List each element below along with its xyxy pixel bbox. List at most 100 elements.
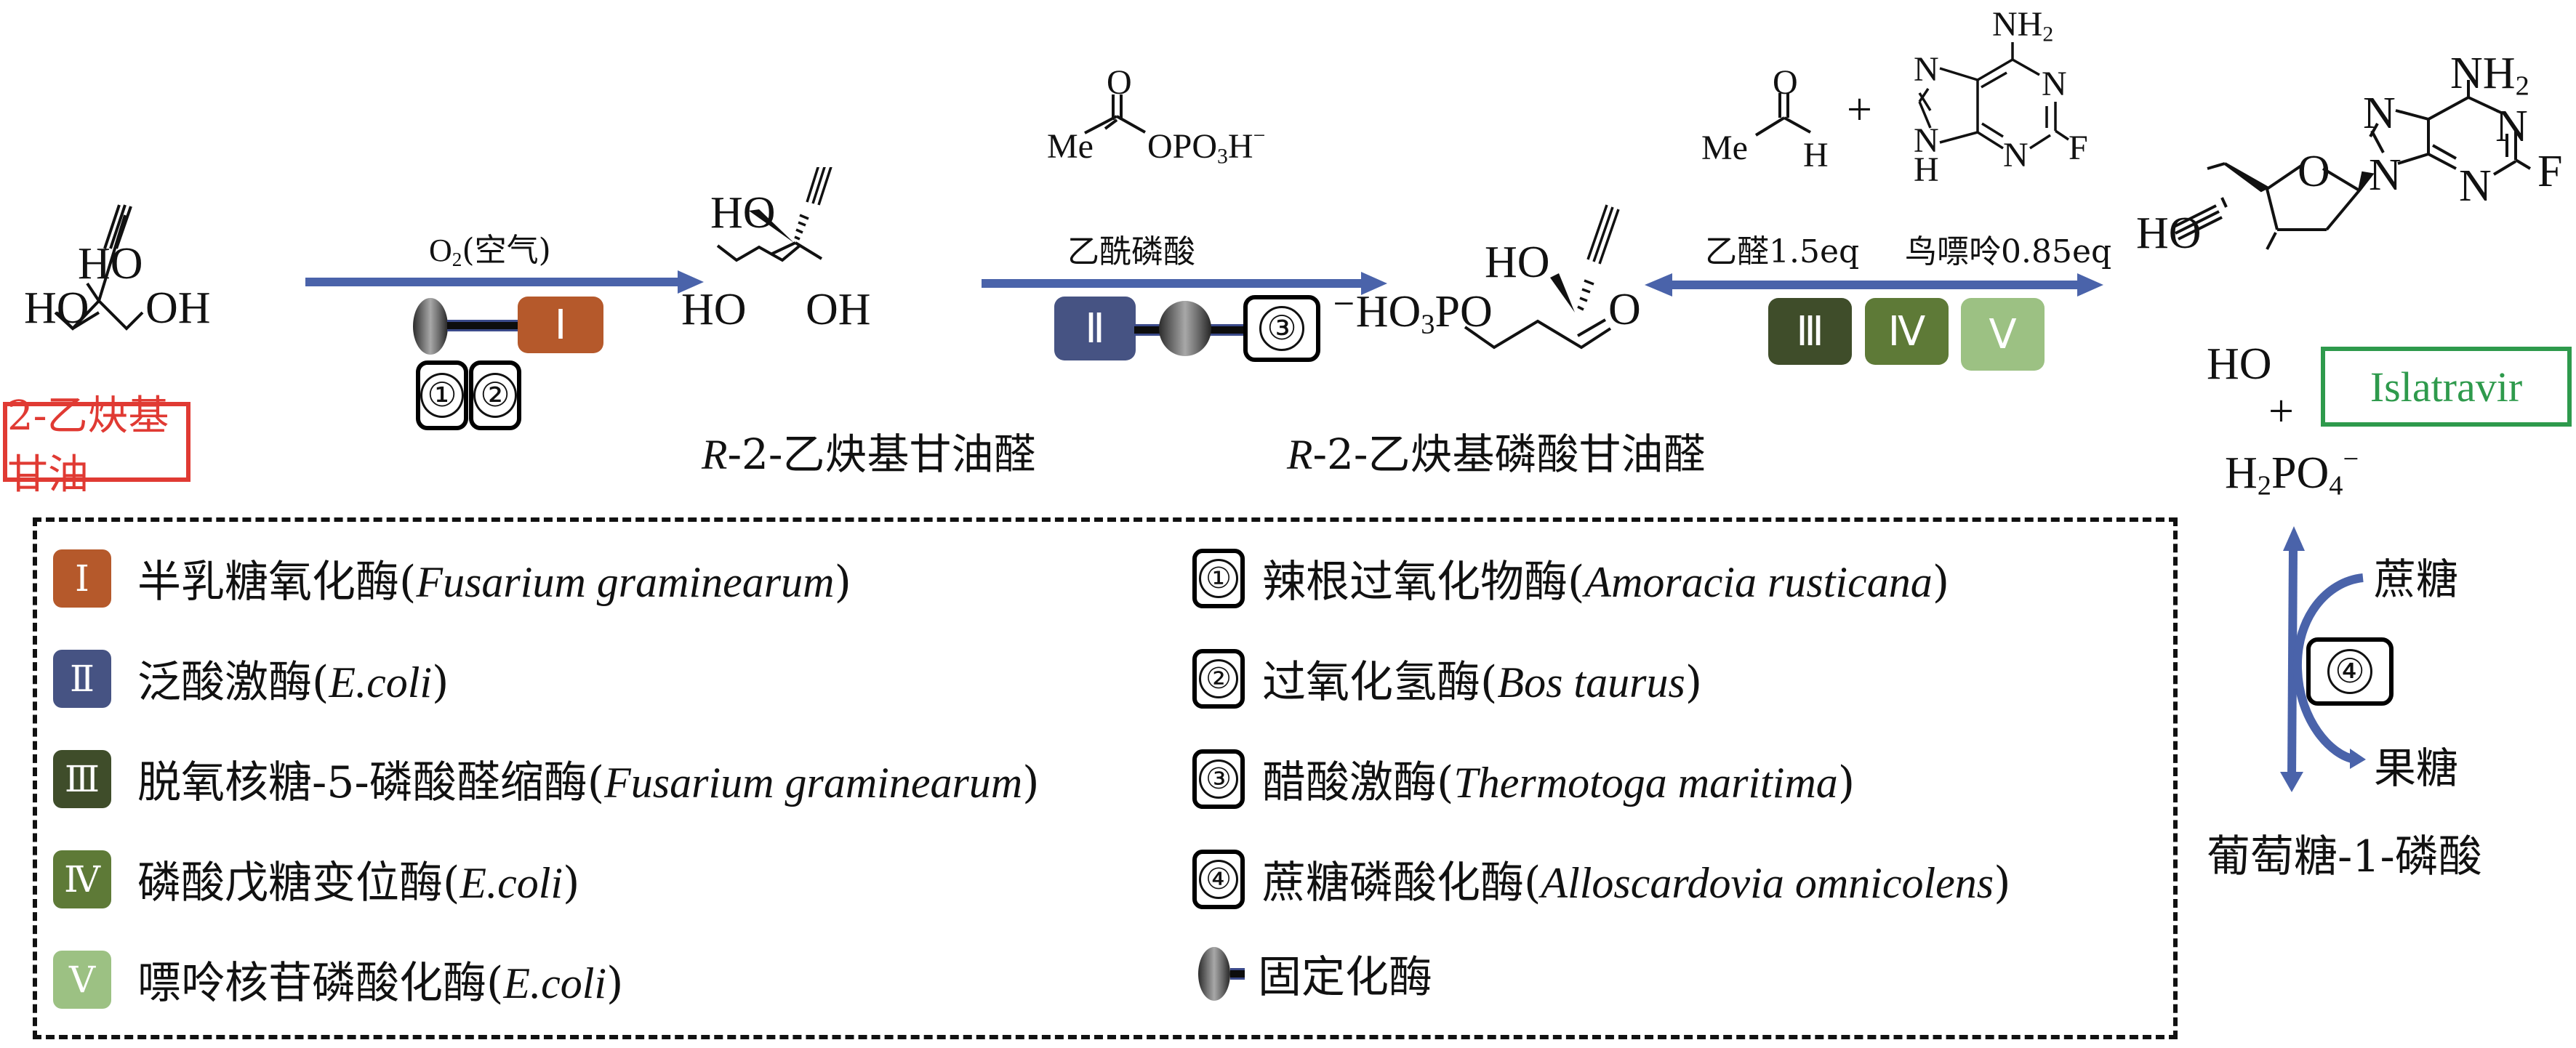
c2-label-name: -2-乙炔基甘油醛 (727, 430, 1036, 479)
fa-n9: N (1914, 121, 1939, 160)
circled-1: ① (420, 373, 464, 418)
circled-4: ④ (1199, 859, 1238, 899)
acetyl-phosphate-bonds (1084, 94, 1146, 134)
c3-phos-suffix: PO (1435, 287, 1493, 336)
linker-icon (1230, 967, 1245, 980)
c3-aldehyde-o: O (1608, 285, 1641, 334)
fa-n3: N (2003, 136, 2029, 174)
isl-n3: N (2459, 161, 2492, 211)
isl-f: F (2537, 147, 2563, 196)
acetyl-phosphate-me: Me (1047, 127, 1094, 166)
acetaldehyde-bonds (1754, 93, 1811, 137)
legend-label: 半乳糖氧化酶(Fusarium graminearum) (137, 557, 851, 608)
enzyme-badge-IV: Ⅳ (1865, 298, 1949, 365)
c1-ho-top: HO (78, 239, 143, 289)
legend-label: 辣根过氧化物酶(Amoracia rusticana) (1262, 557, 1950, 608)
circled-4: ④ (2327, 649, 2372, 694)
circled-2: ② (1199, 658, 1238, 698)
start-compound-label-box: 2-乙炔基甘油 (3, 392, 190, 499)
legend-circled-badge-2: ② (1192, 648, 1245, 709)
cofactor-badge-4: ④ (2306, 637, 2394, 706)
product-label-box: Islatravir (2321, 347, 2572, 427)
legend-item-enzyme-II: Ⅱ 泛酸激酶(E.coli) (53, 647, 449, 710)
phos-h: H (2225, 448, 2258, 498)
phos-h-sub: 2 (2257, 470, 2271, 501)
compound-1-bonds (54, 204, 144, 331)
phosphate-plus: + (2268, 387, 2294, 436)
opo-text: OPO (1147, 127, 1218, 166)
fa-nh-sub: 2 (2042, 22, 2054, 47)
fructose-label: 果糖 (2374, 743, 2459, 793)
glucose-1-phosphate-label: 葡萄糖-1-磷酸 (2207, 831, 2482, 882)
step2-condition: 乙酰磷酸 (1067, 233, 1195, 270)
fa-n7: N (1914, 50, 1939, 89)
legend-label: 蔗糖磷酸化酶(Alloscardovia omnicolens) (1262, 858, 2011, 908)
step3-condition-guanine: 鸟嘌呤0.85eq (1905, 233, 2112, 270)
legend-badge-IV: Ⅳ (53, 850, 111, 908)
acetaldehyde-me: Me (1701, 129, 1748, 167)
c3-label: R-2-乙炔基磷酸甘油醛 (1287, 420, 1706, 481)
reagent-plus: + (1847, 85, 1872, 134)
air-label: (空气) (462, 232, 551, 269)
sucrose-label: 蔗糖 (2374, 555, 2459, 604)
c3-phos-prefix: ⁻HO (1332, 287, 1421, 336)
enzyme-badge-V: Ⅴ (1961, 298, 2045, 371)
legend-item-enzyme-I: Ⅰ 半乳糖氧化酶(Fusarium graminearum) (53, 547, 851, 610)
legend-label: 泛酸激酶(E.coli) (137, 657, 449, 708)
phos-po-sup: − (2343, 444, 2359, 475)
legend-item-helper-2: ② 过氧化氢酶(Bos taurus) (1192, 647, 1702, 710)
legend-badge-V: Ⅴ (53, 950, 111, 1009)
cofactor-badge-3: ③ (1243, 295, 1320, 362)
legend-circled-badge-4: ④ (1192, 849, 1245, 909)
legend-badge-III: Ⅲ (53, 749, 111, 808)
step3-condition-acetaldehyde: 乙醛1.5eq (1705, 233, 1860, 270)
opo-sup: − (1253, 124, 1266, 148)
enzyme-badge-I: Ⅰ (518, 297, 603, 353)
c3-phos-sub: 3 (1421, 309, 1435, 340)
dihydrogen-phosphate: H2PO4− (2225, 446, 2359, 500)
step1-condition: O2(空气) (429, 224, 551, 270)
c3-label-stereo: R (1287, 431, 1313, 478)
phos-po: PO (2271, 448, 2330, 498)
fa-nh2: NH2 (1992, 7, 2053, 45)
isl-nh-sub: 2 (2515, 70, 2529, 102)
c3-label-name: -2-乙炔基磷酸甘油醛 (1312, 430, 1706, 479)
o2-label: O (429, 233, 452, 268)
acetyl-phosphate-o: O (1107, 63, 1132, 102)
c2-ho-top: HO (710, 188, 776, 238)
compound-2-bonds (716, 244, 801, 262)
legend-item-enzyme-IV: Ⅳ 磷酸戊糖变位酶(E.coli) (53, 847, 579, 911)
c3-phosphate: ⁻HO3PO (1332, 287, 1493, 339)
product-label: Islatravir (2370, 363, 2523, 411)
islatravir-bonds (2172, 80, 2532, 250)
legend-box (33, 517, 2178, 1039)
start-compound-label: 2-乙炔基甘油 (7, 392, 169, 499)
isl-o-ring: O (2298, 147, 2330, 196)
legend-item-helper-1: ① 辣根过氧化物酶(Amoracia rusticana) (1192, 547, 1949, 610)
cofactor-badge-2: ② (469, 360, 521, 430)
isl-n1: N (2495, 102, 2528, 151)
compound-3-bonds (1464, 318, 1612, 350)
c3-ho-top: HO (1485, 238, 1550, 287)
isl-nh: NH (2450, 49, 2516, 98)
reaction-arrows (305, 270, 2366, 792)
acetyl-phosphate-opo3h: OPO3H− (1147, 125, 1265, 167)
c2-label: R-2-乙炔基甘油醛 (702, 420, 1036, 481)
cofactor-badge-1: ① (416, 360, 468, 430)
legend-badge-I: Ⅰ (53, 549, 111, 608)
legend-item-helper-4: ④ 蔗糖磷酸化酶(Alloscardovia omnicolens) (1192, 847, 2011, 911)
immobilization-bead-icon (413, 298, 448, 355)
linker-icon (447, 320, 520, 331)
acetaldehyde-h: H (1803, 136, 1829, 174)
fluoroadenine-bonds (1918, 42, 2069, 150)
c1-ho-left: HO (24, 283, 89, 333)
acetaldehyde-o: O (1773, 63, 1798, 102)
opo-sub: 3 (1217, 144, 1228, 169)
c2-label-stereo: R (702, 431, 728, 478)
phos-po-sub: 4 (2329, 470, 2343, 501)
legend-badge-II: Ⅱ (53, 649, 111, 708)
legend-label: 固定化酶 (1258, 952, 1432, 1003)
legend-item-enzyme-V: Ⅴ 嘌呤核苷磷酸化酶(E.coli) (53, 948, 623, 1011)
fa-f: F (2069, 129, 2088, 167)
